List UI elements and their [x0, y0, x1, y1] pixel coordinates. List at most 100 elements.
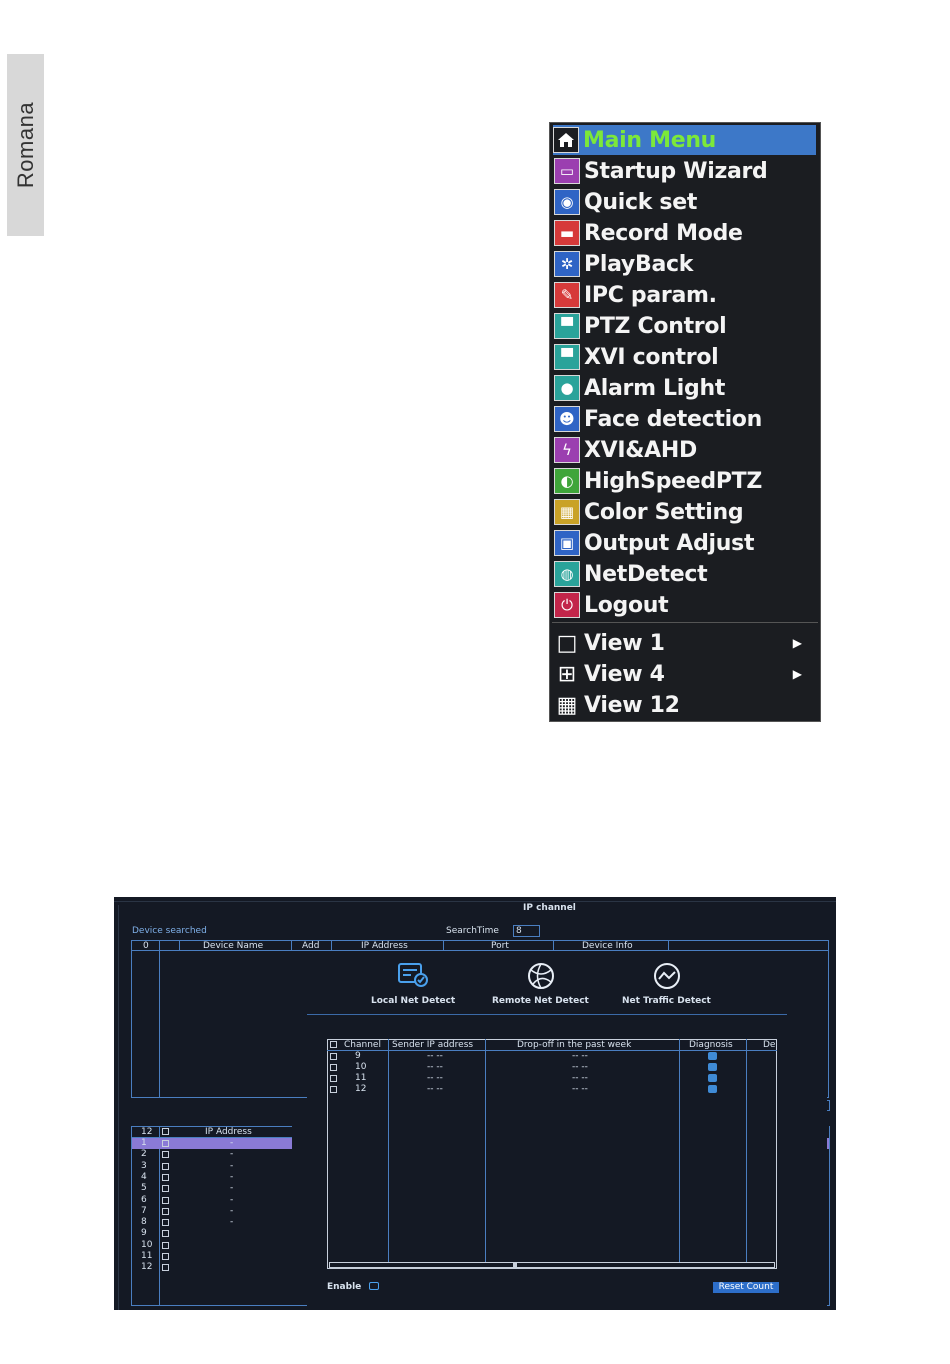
channel-row-checkbox[interactable] — [162, 1173, 169, 1181]
channel-row-ip: - — [230, 1194, 234, 1205]
language-label: Romana — [12, 101, 38, 189]
detect-row-channel: 9 — [355, 1051, 361, 1061]
globe-icon: ◍ — [554, 561, 580, 587]
menu-item-label: Record Mode — [584, 220, 743, 246]
menu-item-output-adjust[interactable]: ▣Output Adjust — [554, 528, 754, 558]
menu-item-view-12[interactable]: ▦View 12 — [554, 690, 816, 720]
channel-row-checkbox[interactable] — [162, 1219, 169, 1227]
menu-item-label: Color Setting — [584, 499, 744, 525]
speed-icon: ◐ — [554, 468, 580, 494]
detect-row-checkbox[interactable] — [330, 1064, 337, 1071]
menu-item-face-detection[interactable]: ☻Face detection — [554, 404, 762, 434]
enable-checkbox[interactable] — [369, 1282, 379, 1290]
channel-row-checkbox[interactable] — [162, 1151, 169, 1159]
detect-row-checkbox[interactable] — [330, 1053, 337, 1060]
channel-row-number: 1 — [141, 1138, 147, 1148]
tab-remote-net-detect[interactable]: Remote Net Detect — [492, 996, 589, 1006]
menu-item-netdetect[interactable]: ◍NetDetect — [554, 559, 708, 589]
channel-row-number: 6 — [141, 1194, 147, 1205]
menu-item-startup-wizard[interactable]: ▭Startup Wizard — [554, 156, 768, 186]
detect-row-sender: -- -- — [427, 1062, 443, 1072]
search-time-input[interactable]: 8 — [513, 925, 540, 937]
scrollbar-thumb[interactable] — [513, 1263, 517, 1267]
xvi-icon: ▀ — [554, 344, 580, 370]
search-time-label: SearchTime — [446, 926, 499, 936]
channel-row-ip: - — [230, 1138, 234, 1148]
channel-row-number: 11 — [141, 1251, 153, 1261]
col-channel: Channel — [344, 1040, 381, 1050]
language-tab: Romana — [7, 54, 44, 236]
horizontal-scrollbar[interactable] — [329, 1262, 775, 1268]
remote-net-icon[interactable] — [524, 962, 558, 994]
record-icon: ▬ — [554, 220, 580, 246]
local-net-icon[interactable] — [397, 962, 431, 992]
detect-row-checkbox[interactable] — [330, 1086, 337, 1093]
select-all-checkbox[interactable] — [162, 1128, 169, 1135]
menu-item-alarm-light[interactable]: ●Alarm Light — [554, 373, 725, 403]
menu-item-label: XVI control — [584, 344, 719, 370]
netdetect-panel: Local Net Detect Remote Net Detect Net T… — [307, 952, 827, 1307]
window-title: IP channel — [523, 903, 576, 913]
detect-row-sender: -- -- — [427, 1051, 443, 1061]
tab-local-net-detect[interactable]: Local Net Detect — [371, 996, 456, 1006]
detect-row-channel: 12 — [355, 1084, 367, 1094]
grid-icon: ▦ — [554, 499, 580, 525]
ip-channel-window: IP channel Device searched SearchTime 8 … — [114, 897, 836, 1310]
menu-item-label: View 12 — [584, 692, 680, 718]
menu-item-label: HighSpeedPTZ — [584, 468, 763, 494]
menu-item-highspeedptz[interactable]: ◐HighSpeedPTZ — [554, 466, 762, 496]
detect-row-checkbox[interactable] — [330, 1075, 337, 1082]
channel-row-checkbox[interactable] — [162, 1241, 169, 1249]
channel-row-ip: - — [230, 1171, 234, 1182]
channel-row-number: 10 — [141, 1239, 153, 1250]
menu-item-view-1[interactable]: □View 1▶ — [554, 628, 816, 658]
menu-item-logout[interactable]: ⏻Logout — [554, 590, 669, 620]
diagnosis-button[interactable] — [708, 1085, 717, 1093]
detect-row-drop: -- -- — [572, 1084, 588, 1094]
device-searched-label: Device searched — [132, 926, 207, 936]
diagnosis-button[interactable] — [708, 1074, 717, 1082]
xviahd-icon: ϟ — [554, 437, 580, 463]
detect-table — [327, 1039, 777, 1269]
detect-select-all-checkbox[interactable] — [330, 1041, 337, 1048]
channel-row-number: 9 — [141, 1228, 147, 1239]
diagnosis-button[interactable] — [708, 1063, 717, 1071]
reset-count-button[interactable]: Reset Count — [713, 1282, 779, 1293]
detect-row-sender: -- -- — [427, 1073, 443, 1083]
menu-item-view-4[interactable]: ⊞View 4▶ — [554, 659, 816, 689]
menu-item-record-mode[interactable]: ▬Record Mode — [554, 218, 743, 248]
net-traffic-icon[interactable] — [650, 962, 684, 994]
menu-item-quick-set[interactable]: ◉Quick set — [554, 187, 697, 217]
menu-item-label: NetDetect — [584, 561, 708, 587]
channel-row-checkbox[interactable] — [162, 1207, 169, 1215]
channel-row-checkbox[interactable] — [162, 1264, 169, 1272]
col-de: De — [763, 1040, 776, 1050]
menu-item-ipc-param[interactable]: ✎IPC param. — [554, 280, 717, 310]
quickset-icon: ◉ — [554, 189, 580, 215]
channel-row-checkbox[interactable] — [162, 1140, 169, 1147]
menu-item-playback[interactable]: ✲PlayBack — [554, 249, 693, 279]
diagnosis-button[interactable] — [708, 1052, 717, 1060]
menu-item-label: Startup Wizard — [584, 158, 768, 184]
channel-row-checkbox[interactable] — [162, 1162, 169, 1170]
menu-item-label: PTZ Control — [584, 313, 727, 339]
menu-item-ptz-control[interactable]: ▀PTZ Control — [554, 311, 727, 341]
tab-net-traffic-detect[interactable]: Net Traffic Detect — [622, 996, 711, 1006]
channel-row-checkbox[interactable] — [162, 1230, 169, 1238]
menu-item-label: Quick set — [584, 189, 698, 215]
channel-row-checkbox[interactable] — [162, 1253, 169, 1260]
channel-row-checkbox[interactable] — [162, 1196, 169, 1204]
channel-row-checkbox[interactable] — [162, 1185, 169, 1193]
menu-item-label: Output Adjust — [584, 530, 755, 556]
detect-row-sender: -- -- — [427, 1084, 443, 1094]
main-menu-title[interactable]: Main Menu — [553, 125, 816, 155]
channel-row-ip: - — [230, 1217, 234, 1228]
channel-row-ip: - — [230, 1205, 234, 1216]
channel-row-ip: - — [230, 1183, 234, 1194]
menu-item-color-setting[interactable]: ▦Color Setting — [554, 497, 744, 527]
home-icon — [553, 127, 579, 153]
menu-item-xvi-control[interactable]: ▀XVI control — [554, 342, 719, 372]
menu-item-label: Face detection — [584, 406, 762, 432]
submenu-arrow-icon: ▶ — [792, 667, 802, 681]
